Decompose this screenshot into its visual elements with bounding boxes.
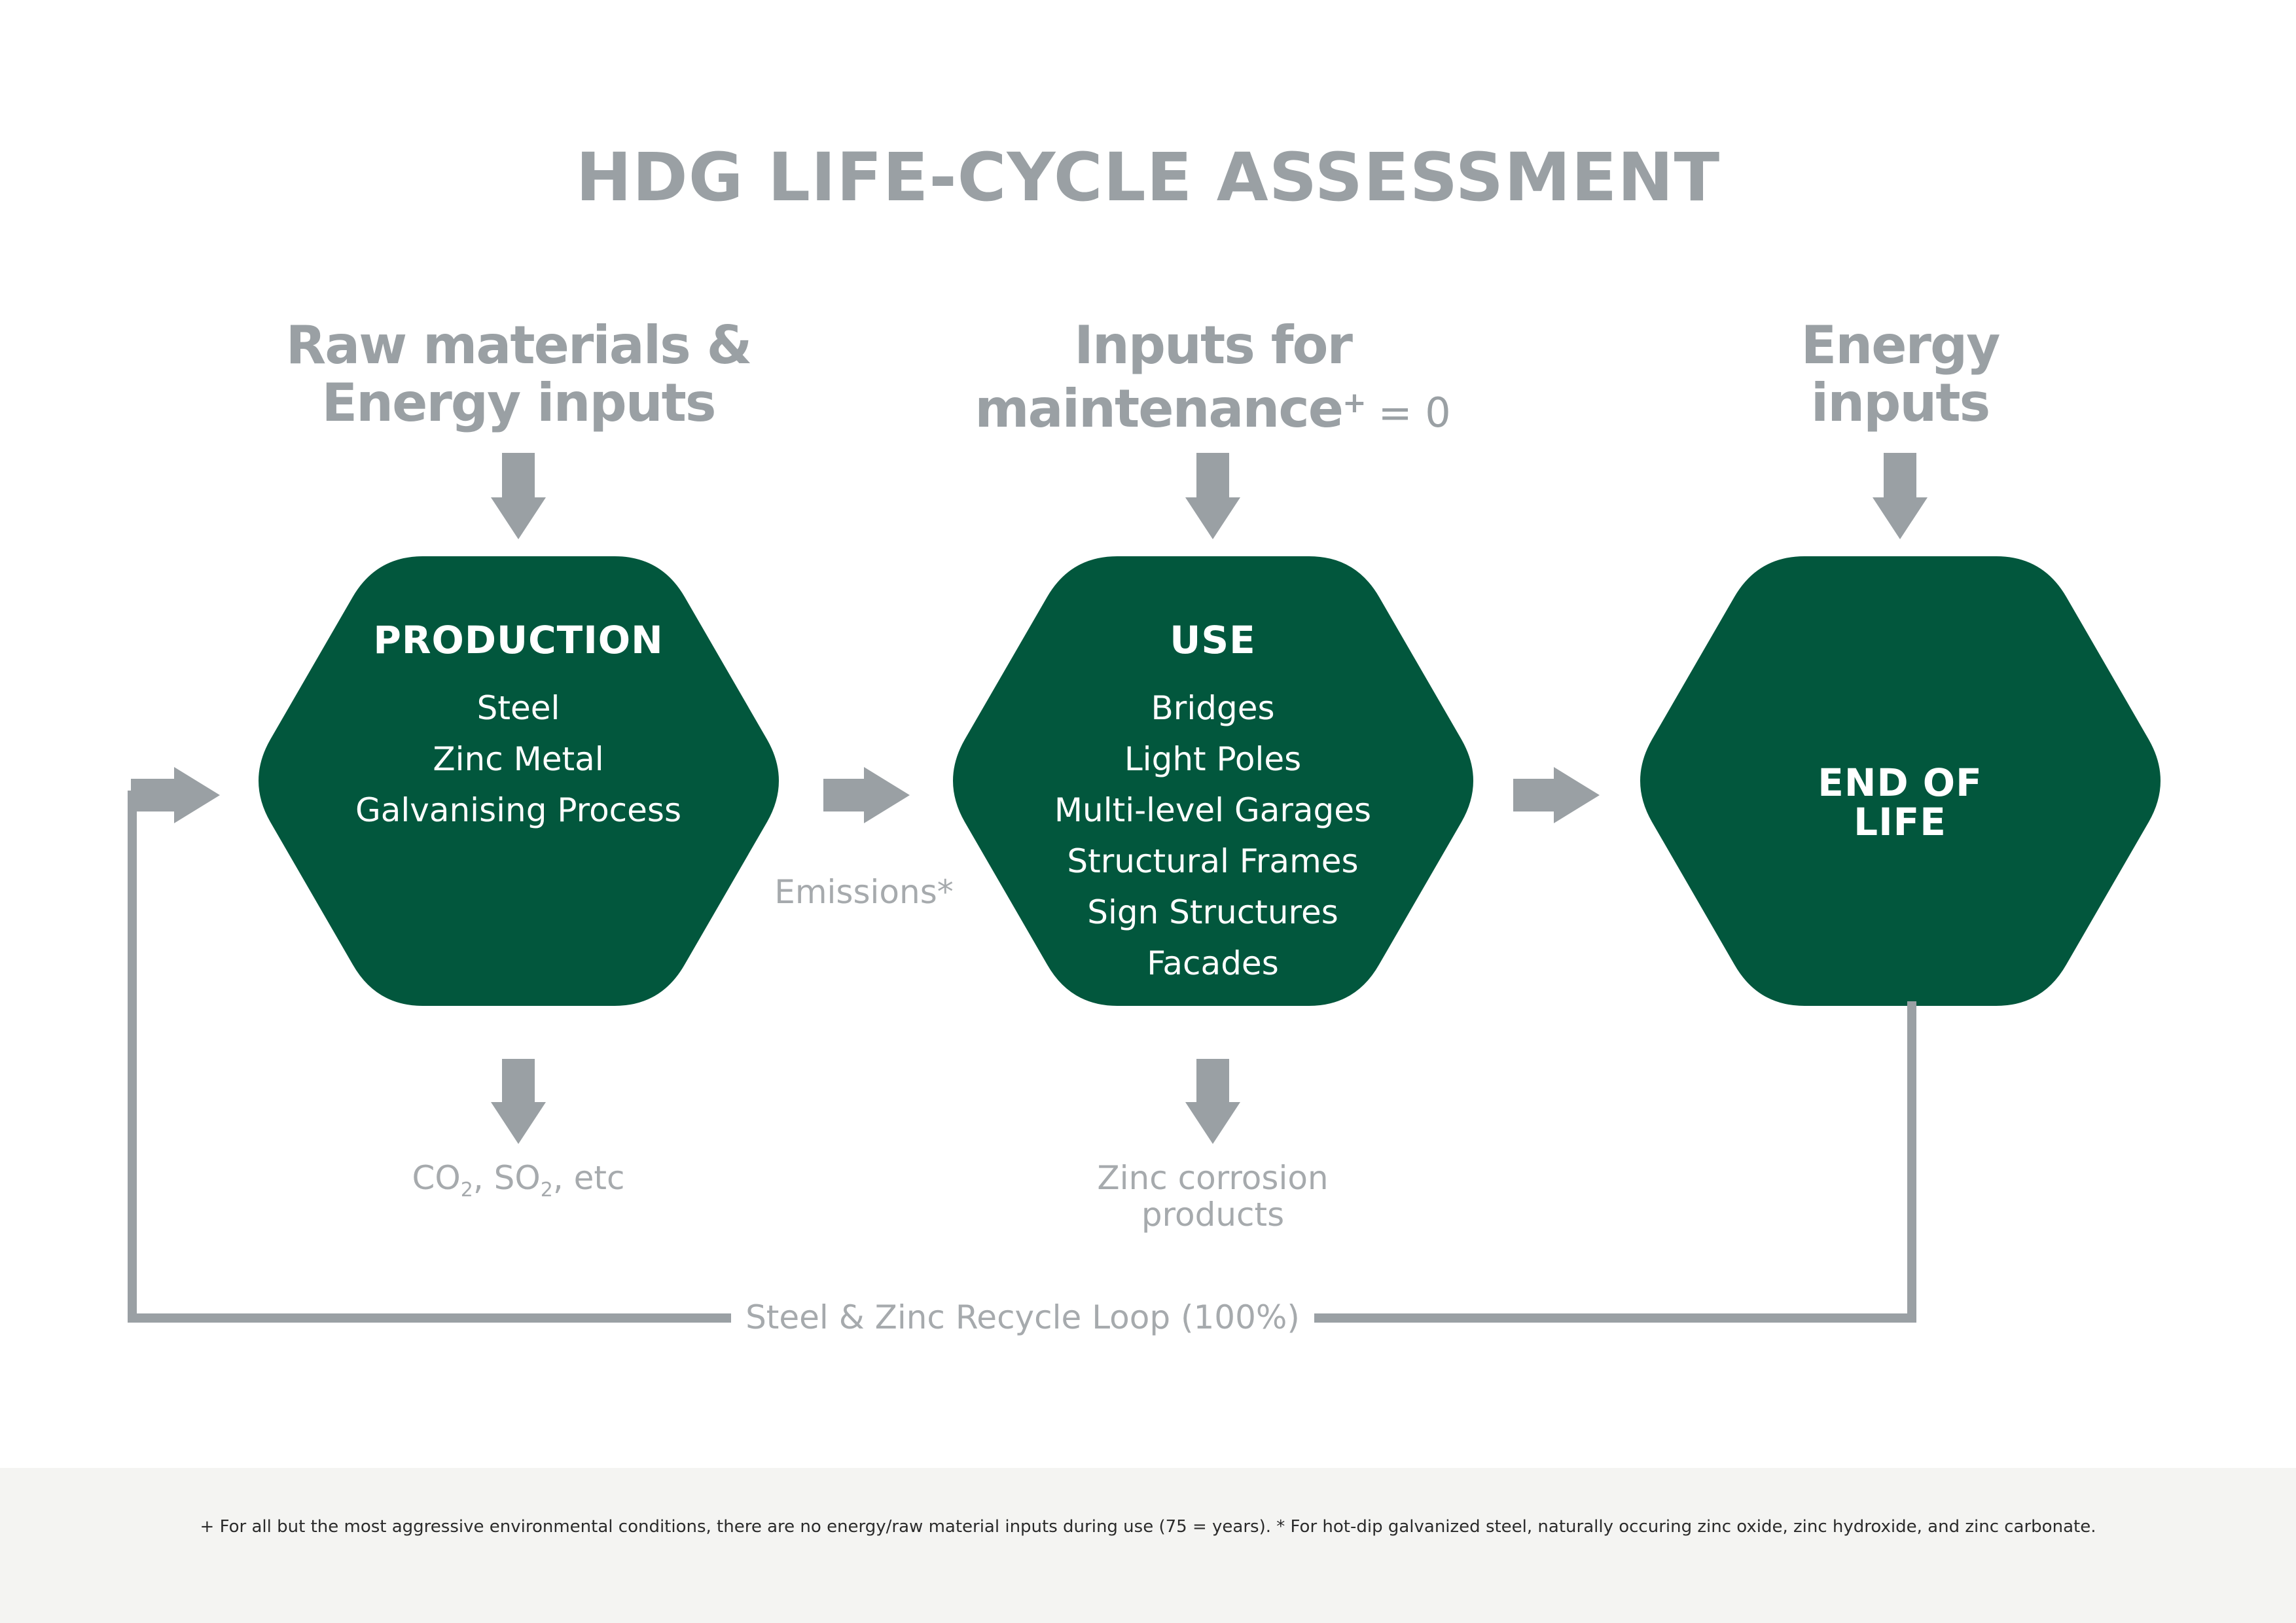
emissions-label: Emissions* (774, 873, 954, 911)
production-hexagon (259, 556, 779, 1006)
end-of-life-hexagon (1640, 556, 2161, 1006)
page-title: HDG LIFE-CYCLE ASSESSMENT (575, 139, 1721, 217)
recycle-loop-line-left (128, 791, 731, 1323)
use-item: Sign Structures (1087, 893, 1338, 931)
use-item: Structural Frames (1067, 842, 1359, 880)
end-of-life-inputs-line1: Energy (1801, 315, 2001, 376)
use-item: Light Poles (1124, 740, 1302, 778)
use-outputs-line1: Zinc corrosion (1097, 1159, 1329, 1197)
end-of-life-title-line2: LIFE (1854, 800, 1946, 844)
production-to-use-arrow (823, 767, 910, 823)
use-inputs-line1: Inputs for (1074, 315, 1353, 376)
production-item: Steel (476, 689, 560, 727)
co2-subscript: 2 (460, 1179, 473, 1202)
end-of-life-title-line1: END OF (1818, 760, 1982, 805)
use-hexagon (953, 556, 1473, 1006)
footer-band (0, 1468, 2296, 1623)
end-of-life-inputs-line2: inputs (1810, 372, 1990, 433)
use-inputs-suffix: = 0 (1365, 389, 1451, 437)
end-of-life-inputs-label: Energy inputs (1605, 317, 2195, 432)
production-output-arrow (491, 1059, 546, 1144)
recycle-loop-line-right (1314, 1001, 1916, 1323)
end-of-life-input-arrow (1873, 453, 1928, 539)
co2-text: CO (412, 1159, 461, 1197)
production-item: Zinc Metal (433, 740, 604, 778)
so2-text: , SO (473, 1159, 541, 1197)
use-to-end-of-life-arrow (1513, 767, 1600, 823)
production-inputs-line2: Energy inputs (321, 372, 716, 433)
use-title: USE (1170, 618, 1256, 662)
production-outputs-label: CO2, SO2, etc (322, 1160, 715, 1209)
footnote: + For all but the most aggressive enviro… (200, 1517, 2096, 1537)
use-item: Bridges (1151, 689, 1275, 727)
recycle-loop-label: Steel & Zinc Recycle Loop (100%) (745, 1298, 1300, 1336)
production-input-arrow (491, 453, 546, 539)
end-of-life-title: END OF LIFE (1638, 763, 2162, 842)
use-input-arrow (1185, 453, 1240, 539)
use-outputs-label: Zinc corrosion products (1016, 1160, 1409, 1233)
production-item: Galvanising Process (355, 791, 682, 829)
production-inputs-line1: Raw materials & (285, 315, 753, 376)
use-output-arrow (1185, 1059, 1240, 1144)
recycle-loop-arrowhead (131, 767, 220, 823)
use-item: Multi-level Garages (1054, 791, 1372, 829)
use-items: Bridges Light Poles Multi-level Garages … (951, 683, 1475, 989)
use-outputs-line2: products (1141, 1196, 1285, 1234)
so2-subscript: 2 (540, 1179, 553, 1202)
production-inputs-label: Raw materials & Energy inputs (224, 317, 813, 432)
use-inputs-line2-wrap: maintenance+ = 0 (918, 374, 1507, 442)
etc-text: , etc (552, 1159, 625, 1197)
use-inputs-label: Inputs for maintenance+ = 0 (918, 317, 1507, 442)
production-items: Steel Zinc Metal Galvanising Process (257, 683, 780, 836)
production-title: PRODUCTION (373, 618, 664, 662)
use-inputs-line2: maintenance (975, 378, 1344, 439)
use-item: Facades (1147, 944, 1279, 982)
use-inputs-superscript: + (1342, 386, 1367, 419)
